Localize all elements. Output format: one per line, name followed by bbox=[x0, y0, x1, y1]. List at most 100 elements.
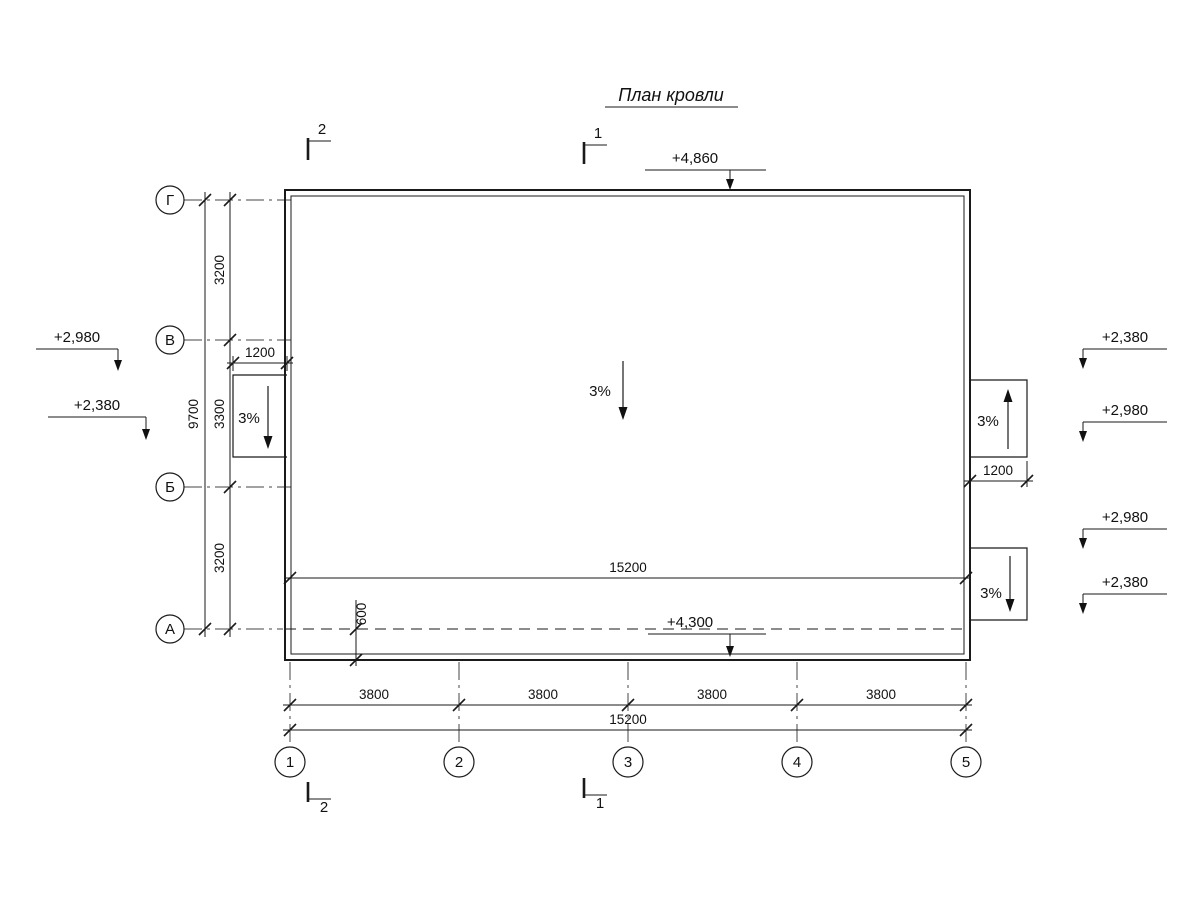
elev-arrow bbox=[1079, 431, 1087, 442]
main-slope-arrow-head bbox=[618, 407, 628, 420]
dim-tick bbox=[198, 193, 212, 207]
dim-tick bbox=[283, 571, 297, 585]
section-1-top-label: 1 bbox=[594, 125, 602, 142]
left-dimension-chain: 3200 3300 3200 9700 bbox=[186, 192, 237, 637]
left-canopy: 3% 1200 bbox=[226, 345, 294, 458]
axis-label-g: Г bbox=[166, 192, 174, 209]
dim-tick bbox=[223, 333, 237, 347]
right-middle-canopy: 3% 1200 bbox=[963, 379, 1034, 488]
right-middle-slope-arrow-head bbox=[1003, 389, 1013, 402]
dim-tick bbox=[1020, 474, 1034, 488]
elevation-marks: +4,860 +4,300 +2,980 +2,380 +2,380 +2,98… bbox=[36, 150, 1167, 657]
axis-label-5: 5 bbox=[962, 754, 970, 771]
dim-label-3300: 3300 bbox=[212, 399, 227, 429]
drawing-title: План кровли bbox=[618, 85, 724, 105]
dim-tick bbox=[198, 622, 212, 636]
overhang-dimension: 600 bbox=[349, 600, 369, 667]
dim-tick bbox=[963, 474, 977, 488]
right-bottom-canopy: 3% bbox=[970, 547, 1028, 621]
dim-label-3800-3: 3800 bbox=[697, 687, 727, 702]
left-canopy-slope-arrow-head bbox=[263, 436, 273, 449]
dim-label-600: 600 bbox=[354, 603, 369, 626]
axis-label-a: А bbox=[165, 621, 175, 638]
elev-right-3-label: +2,980 bbox=[1102, 509, 1148, 526]
dim-label-3200-top: 3200 bbox=[212, 255, 227, 285]
axis-bubble-a bbox=[155, 614, 185, 644]
right-bottom-canopy-slope-label: 3% bbox=[980, 585, 1002, 602]
dim-tick bbox=[226, 356, 240, 370]
main-slope-label: 3% bbox=[589, 383, 611, 400]
dim-label-1200-right: 1200 bbox=[983, 463, 1013, 478]
elev-roof-low-label: +4,300 bbox=[667, 614, 713, 631]
section-1-bottom-label: 1 bbox=[596, 795, 604, 812]
right-bottom-slope-arrow-head bbox=[1005, 599, 1015, 612]
dim-tick bbox=[959, 571, 973, 585]
dim-tick bbox=[283, 723, 297, 737]
inner-width-label: 15200 bbox=[609, 560, 647, 575]
elev-right-2-label: +2,980 bbox=[1102, 402, 1148, 419]
dim-tick bbox=[621, 698, 635, 712]
right-middle-canopy-slope-label: 3% bbox=[977, 413, 999, 430]
elev-left-upper-label: +2,980 bbox=[54, 329, 100, 346]
roof-inner-edge bbox=[290, 195, 965, 655]
dim-label-3800-2: 3800 bbox=[528, 687, 558, 702]
dim-label-3800-4: 3800 bbox=[866, 687, 896, 702]
right-middle-canopy-outline bbox=[970, 379, 1028, 458]
dim-tick bbox=[283, 698, 297, 712]
dim-label-1200-left: 1200 bbox=[245, 345, 275, 360]
elev-left-lower-label: +2,380 bbox=[74, 397, 120, 414]
axis-bubble-v bbox=[155, 325, 185, 355]
axis-label-v: В bbox=[165, 332, 175, 349]
elev-arrow bbox=[142, 429, 150, 440]
dim-tick bbox=[223, 622, 237, 636]
elev-arrow bbox=[1079, 358, 1087, 369]
axis-bubble-g bbox=[155, 185, 185, 215]
axis-bubble-3 bbox=[612, 746, 644, 778]
section-marks: 2 1 2 1 bbox=[306, 121, 607, 816]
section-2-top-label: 2 bbox=[318, 121, 326, 138]
axis-label-4: 4 bbox=[793, 754, 801, 771]
dim-tick bbox=[349, 653, 363, 667]
bottom-dimension-chain: 3800 3800 3800 3800 15200 bbox=[283, 687, 973, 737]
main-slope: 3% bbox=[589, 361, 628, 420]
axis-bubble-1 bbox=[274, 746, 306, 778]
dim-label-9700: 9700 bbox=[186, 399, 201, 429]
dim-tick bbox=[280, 356, 294, 370]
dim-tick bbox=[790, 698, 804, 712]
section-2-bottom-label: 2 bbox=[320, 799, 328, 816]
row-axes: Г В Б А bbox=[155, 185, 966, 644]
axis-bubble-4 bbox=[781, 746, 813, 778]
title-block: План кровли bbox=[605, 85, 738, 108]
dim-label-15200-total: 15200 bbox=[609, 712, 647, 727]
elev-arrow bbox=[114, 360, 122, 371]
axis-bubble-5 bbox=[950, 746, 982, 778]
axis-bubble-2 bbox=[443, 746, 475, 778]
axis-bubble-b bbox=[155, 472, 185, 502]
axis-label-3: 3 bbox=[624, 754, 632, 771]
inner-width-dimension: 15200 bbox=[283, 560, 973, 585]
dim-tick bbox=[223, 193, 237, 207]
elev-right-4-label: +2,380 bbox=[1102, 574, 1148, 591]
elev-arrow bbox=[726, 646, 734, 657]
dim-tick bbox=[959, 723, 973, 737]
axis-label-2: 2 bbox=[455, 754, 463, 771]
right-bottom-canopy-outline bbox=[970, 547, 1028, 621]
elev-roof-high-label: +4,860 bbox=[672, 150, 718, 167]
column-axes: 1 2 3 4 5 bbox=[274, 662, 982, 778]
left-canopy-slope-label: 3% bbox=[238, 410, 260, 427]
dim-tick bbox=[959, 698, 973, 712]
dim-label-3800-1: 3800 bbox=[359, 687, 389, 702]
elev-arrow bbox=[1079, 538, 1087, 549]
dim-tick bbox=[452, 698, 466, 712]
dim-tick bbox=[223, 480, 237, 494]
roof-outer-edge bbox=[284, 189, 971, 661]
building-outline bbox=[284, 189, 971, 661]
elev-right-1-label: +2,380 bbox=[1102, 329, 1148, 346]
axis-label-1: 1 bbox=[286, 754, 294, 771]
left-canopy-outline bbox=[232, 374, 287, 458]
elev-arrow bbox=[1079, 603, 1087, 614]
dim-tick bbox=[349, 622, 363, 636]
dim-label-3200-bottom: 3200 bbox=[212, 543, 227, 573]
elev-arrow bbox=[726, 179, 734, 190]
